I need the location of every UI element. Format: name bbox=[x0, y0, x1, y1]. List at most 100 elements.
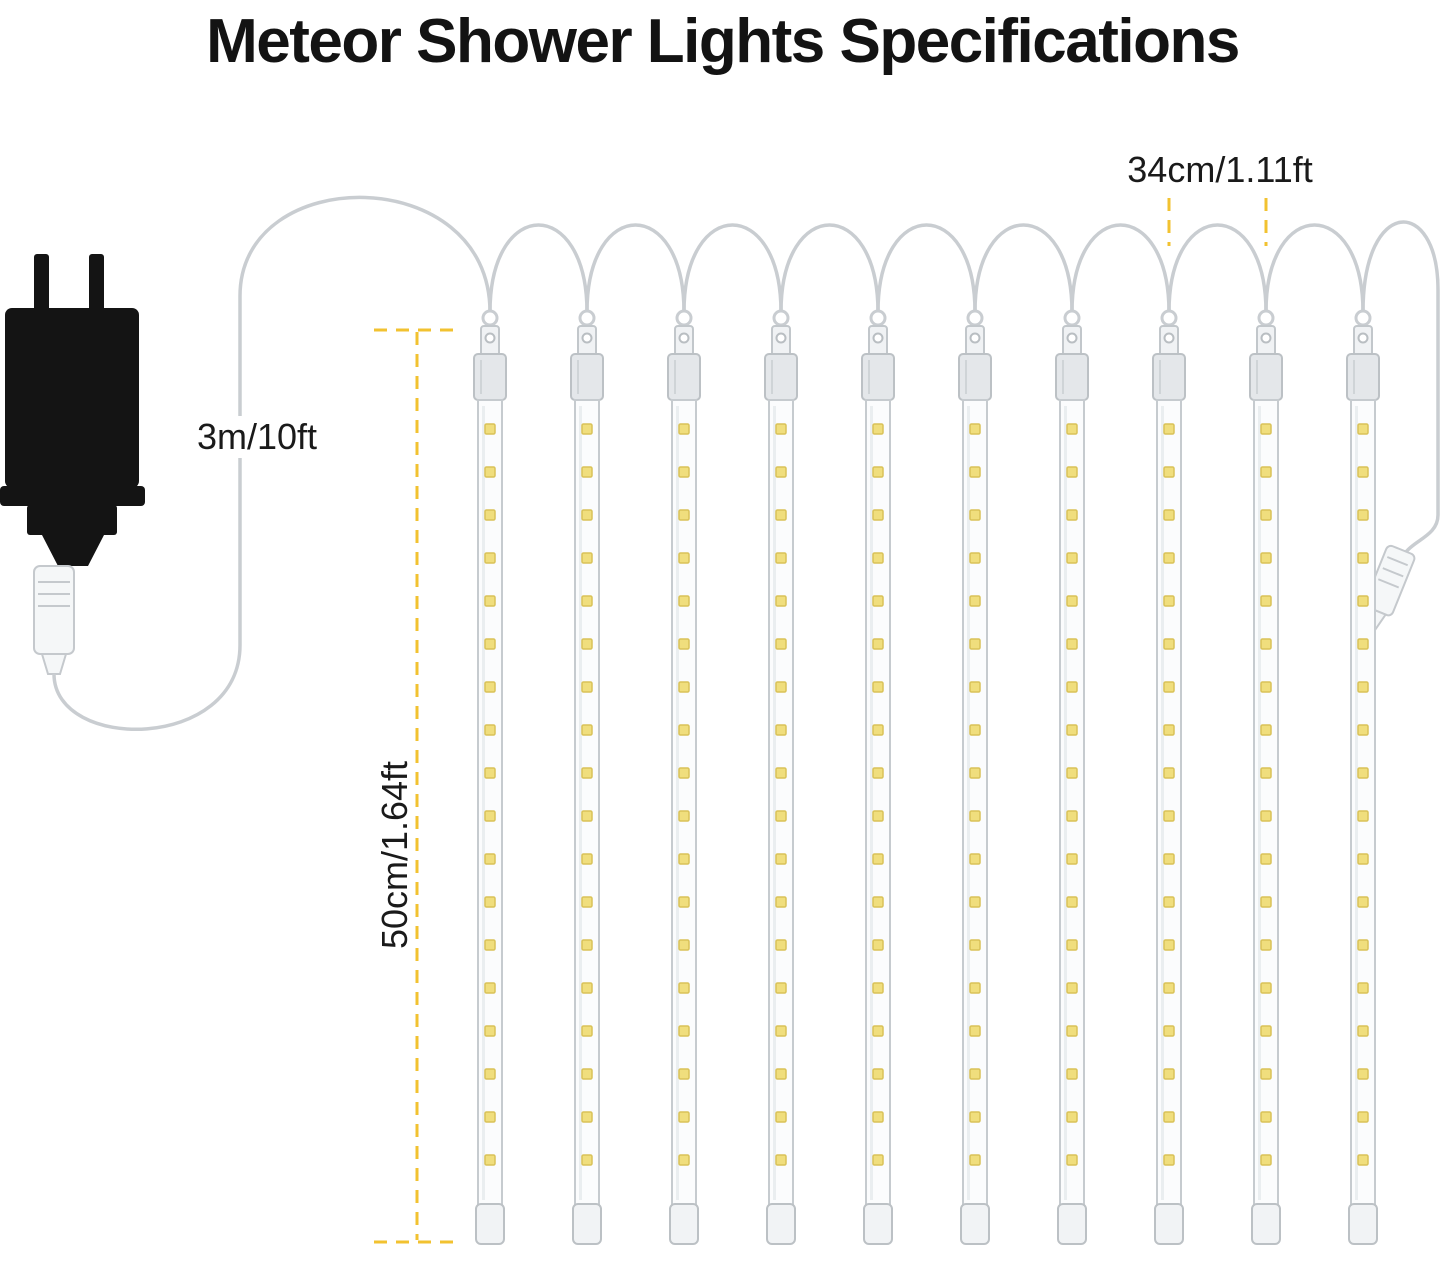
led-dot bbox=[484, 1111, 496, 1123]
led-dot bbox=[1066, 681, 1078, 693]
led-dot bbox=[1163, 810, 1175, 822]
tube-bottom-cap bbox=[766, 1203, 796, 1245]
led-dot bbox=[581, 1025, 593, 1037]
tube-top-cap bbox=[473, 353, 507, 401]
led-dot bbox=[1163, 638, 1175, 650]
led-dot bbox=[678, 595, 690, 607]
led-dot bbox=[1357, 423, 1369, 435]
led-dot bbox=[872, 681, 884, 693]
led-dot bbox=[1357, 1111, 1369, 1123]
connecting-wire bbox=[1070, 223, 1171, 313]
led-dot bbox=[1260, 552, 1272, 564]
led-dot bbox=[872, 810, 884, 822]
led-dot bbox=[484, 595, 496, 607]
led-dot bbox=[775, 638, 787, 650]
led-tube-9 bbox=[1249, 309, 1283, 1245]
led-dot bbox=[1163, 423, 1175, 435]
led-tube-3 bbox=[667, 309, 701, 1245]
connecting-wire bbox=[585, 223, 686, 313]
led-dot bbox=[969, 681, 981, 693]
led-dot bbox=[1260, 1068, 1272, 1080]
hanger-hole bbox=[1357, 332, 1369, 344]
led-dot bbox=[1163, 1111, 1175, 1123]
led-dot bbox=[581, 681, 593, 693]
led-dot bbox=[775, 552, 787, 564]
hanger-hole bbox=[872, 332, 884, 344]
led-dot bbox=[1357, 1154, 1369, 1166]
connecting-wire bbox=[1167, 223, 1268, 313]
led-dot bbox=[581, 724, 593, 736]
led-dot bbox=[969, 509, 981, 521]
tube-top-cap bbox=[1346, 353, 1380, 401]
led-dot bbox=[1066, 638, 1078, 650]
led-dot bbox=[1163, 982, 1175, 994]
tube-top-cap bbox=[1249, 353, 1283, 401]
led-dot bbox=[581, 1154, 593, 1166]
connecting-wire bbox=[488, 223, 589, 313]
led-dot bbox=[678, 1068, 690, 1080]
led-dot bbox=[1260, 1025, 1272, 1037]
led-dot bbox=[581, 595, 593, 607]
led-dot bbox=[969, 466, 981, 478]
led-dot bbox=[872, 1111, 884, 1123]
hanging-loop bbox=[578, 309, 596, 327]
led-dot bbox=[1357, 595, 1369, 607]
hanging-loop bbox=[481, 309, 499, 327]
tube-body bbox=[865, 399, 891, 1207]
led-dot bbox=[678, 1154, 690, 1166]
led-dot bbox=[1066, 896, 1078, 908]
led-dot bbox=[969, 853, 981, 865]
led-dot bbox=[1357, 1025, 1369, 1037]
connector-ridge bbox=[1382, 567, 1404, 578]
led-dot bbox=[1066, 810, 1078, 822]
led-dot bbox=[969, 810, 981, 822]
end-wire bbox=[1361, 220, 1440, 554]
led-dot bbox=[581, 767, 593, 779]
led-dot bbox=[581, 810, 593, 822]
led-dot bbox=[484, 1154, 496, 1166]
led-dot bbox=[484, 853, 496, 865]
led-dot bbox=[1163, 939, 1175, 951]
led-dot bbox=[775, 595, 787, 607]
hanger-hole bbox=[581, 332, 593, 344]
connecting-wire bbox=[779, 223, 880, 313]
led-dot bbox=[581, 423, 593, 435]
led-dot bbox=[775, 1154, 787, 1166]
led-tube-2 bbox=[570, 309, 604, 1245]
led-dot bbox=[872, 466, 884, 478]
led-dot bbox=[1260, 896, 1272, 908]
led-dot bbox=[678, 638, 690, 650]
led-dot bbox=[581, 982, 593, 994]
plug-prong-right bbox=[89, 254, 104, 312]
led-dot bbox=[969, 724, 981, 736]
hanger-hole bbox=[1260, 332, 1272, 344]
led-dot bbox=[1357, 1068, 1369, 1080]
connecting-wire bbox=[876, 223, 977, 313]
led-dot bbox=[1066, 509, 1078, 521]
hanger-hole bbox=[484, 332, 496, 344]
tube-body bbox=[671, 399, 697, 1207]
led-dot bbox=[1066, 423, 1078, 435]
led-dot bbox=[775, 896, 787, 908]
led-dot bbox=[775, 853, 787, 865]
led-dot bbox=[1357, 724, 1369, 736]
led-dot bbox=[1163, 466, 1175, 478]
led-dot bbox=[1260, 509, 1272, 521]
hanging-loop bbox=[675, 309, 693, 327]
led-dot bbox=[1260, 423, 1272, 435]
connecting-wire bbox=[1264, 223, 1365, 313]
led-dot bbox=[1260, 853, 1272, 865]
led-dot bbox=[775, 810, 787, 822]
led-dot bbox=[872, 724, 884, 736]
tube-top-cap bbox=[764, 353, 798, 401]
adapter-plug-connector bbox=[33, 565, 75, 655]
tube-top-cap bbox=[1152, 353, 1186, 401]
led-dot bbox=[969, 896, 981, 908]
led-dot bbox=[1357, 466, 1369, 478]
plug-prong-left bbox=[34, 254, 49, 312]
led-dot bbox=[969, 982, 981, 994]
led-dot bbox=[484, 638, 496, 650]
led-dot bbox=[484, 509, 496, 521]
led-dot bbox=[775, 724, 787, 736]
tube-top-cap bbox=[861, 353, 895, 401]
